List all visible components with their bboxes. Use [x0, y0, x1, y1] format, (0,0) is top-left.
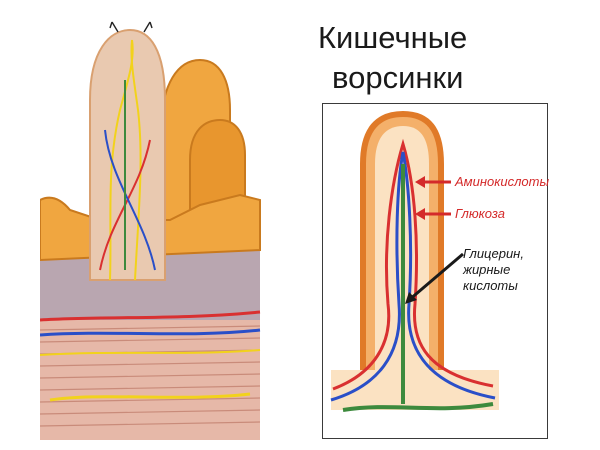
submucosa-vessels [40, 310, 261, 402]
intestinal-wall-illustration [40, 21, 261, 440]
label-amino-acids: Аминокислоты [455, 174, 550, 189]
flow-arrows [109, 21, 153, 33]
villus-schematic-panel: Аминокислоты Глюкоза Глицерин, жирные ки… [322, 103, 550, 439]
artery-line [332, 138, 494, 391]
title-line-1: Кишечные [318, 20, 468, 55]
villus-schematic [330, 110, 499, 412]
title-line-2: ворсинки [332, 60, 464, 95]
label-fatty: жирные [463, 262, 511, 277]
villus-front [89, 28, 166, 281]
label-glucose: Глюкоза [455, 206, 505, 221]
blood-vessels [330, 138, 496, 412]
lacteal-base [342, 402, 494, 412]
label-glycerol: Глицерин, [463, 246, 524, 261]
label-acids: кислоты [463, 278, 518, 293]
label-arrows [405, 176, 464, 304]
vein-line [330, 151, 496, 402]
villus-front-vessels [99, 39, 156, 281]
diagram-title: Кишечные ворсинки [318, 18, 508, 98]
